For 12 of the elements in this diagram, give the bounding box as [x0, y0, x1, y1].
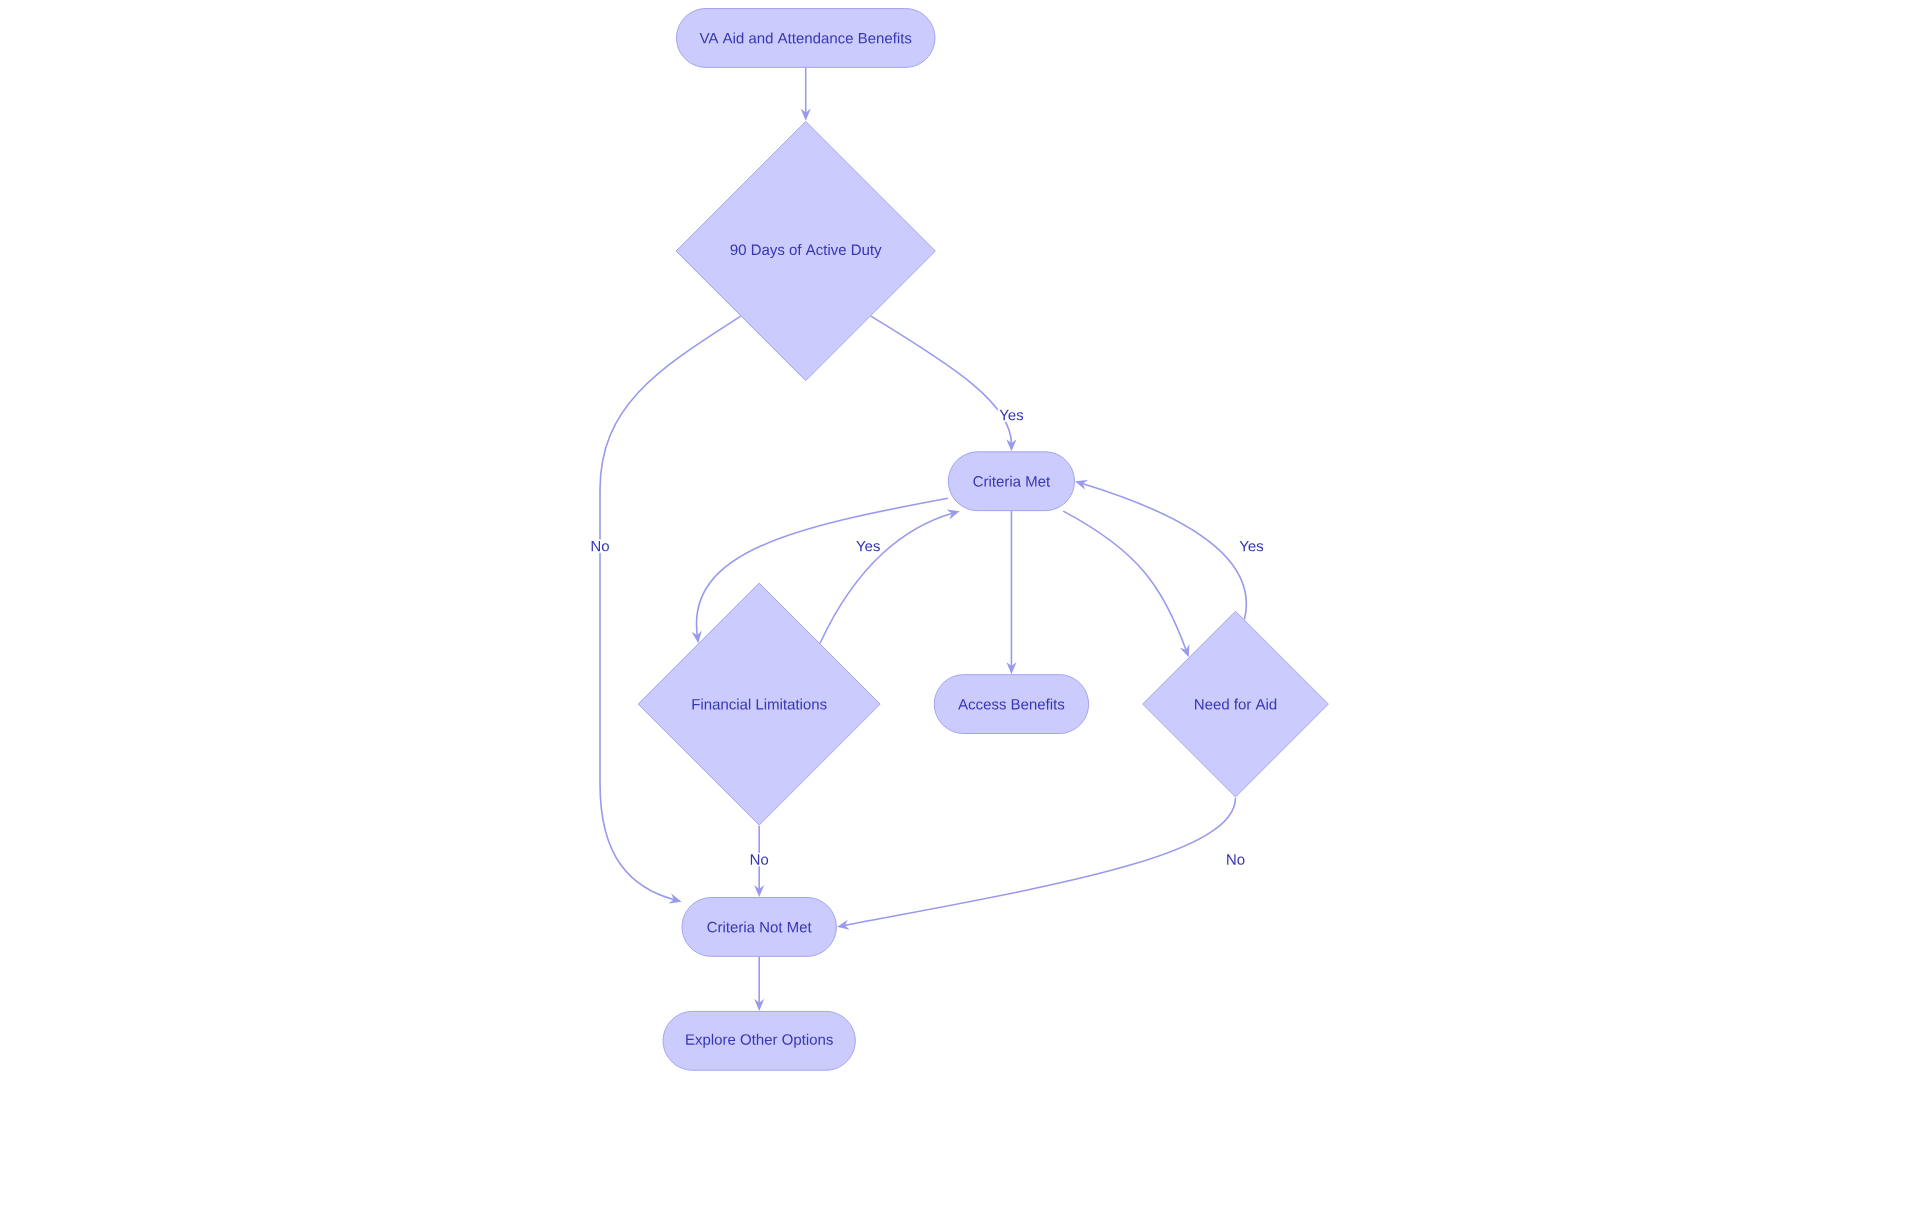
edge-label: Yes — [854, 539, 882, 553]
process-box: Criteria Not Met — [681, 897, 837, 957]
process-box: Criteria Met — [947, 451, 1075, 512]
edge-label: No — [588, 539, 612, 553]
process-box: VA Aid and Attendance Benefits — [676, 8, 936, 68]
edge-label: No — [1224, 853, 1247, 867]
process-box: Explore Other Options — [662, 1011, 856, 1071]
arrow — [599, 315, 742, 904]
edge-label: Yes — [1237, 539, 1266, 553]
edge-label: No — [748, 853, 771, 867]
edge-label: Yes — [997, 408, 1026, 422]
process-box: Access Benefits — [933, 674, 1090, 735]
